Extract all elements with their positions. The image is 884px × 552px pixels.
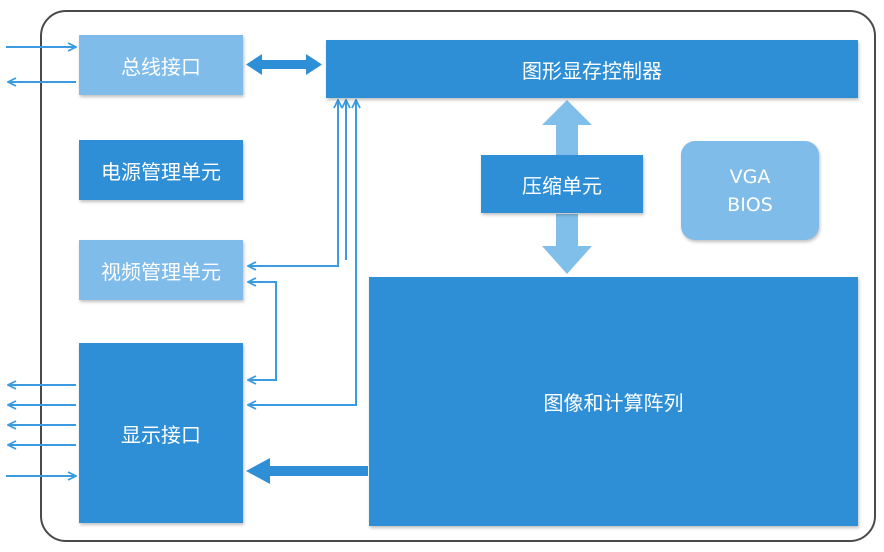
graphics-memory-controller-block: 图形显存控制器 — [326, 40, 858, 98]
image-compute-array-label: 图像和计算阵列 — [543, 391, 684, 415]
compression-array-double-arrow — [542, 214, 592, 274]
compression-unit-block: 压缩单元 — [481, 155, 643, 213]
compression-unit-label: 压缩单元 — [522, 173, 602, 198]
video-management-block: 视频管理单元 — [79, 240, 243, 300]
image-compute-array-block: 图像和计算阵列 — [369, 277, 858, 526]
vga-bios-block: VGA BIOS — [681, 141, 819, 240]
video-to-controller-line — [248, 100, 338, 267]
vga-bios-line1: VGA — [729, 165, 771, 188]
bus-controller-double-arrow — [246, 54, 322, 75]
vga-bios-line2: BIOS — [727, 193, 773, 216]
display-interface-label: 显示接口 — [121, 422, 201, 447]
bus-interface-block: 总线接口 — [79, 35, 243, 95]
power-management-block: 电源管理单元 — [79, 140, 243, 200]
display-to-controller-line — [248, 100, 356, 406]
graphics-memory-controller-label: 图形显存控制器 — [522, 58, 662, 83]
power-management-label: 电源管理单元 — [101, 159, 221, 184]
bus-interface-label: 总线接口 — [121, 54, 201, 79]
display-interface-block: 显示接口 — [79, 343, 243, 523]
controller-compression-double-arrow — [542, 100, 592, 155]
video-display-link — [248, 281, 277, 381]
array-display-arrow — [246, 458, 368, 484]
video-management-label: 视频管理单元 — [101, 259, 221, 284]
